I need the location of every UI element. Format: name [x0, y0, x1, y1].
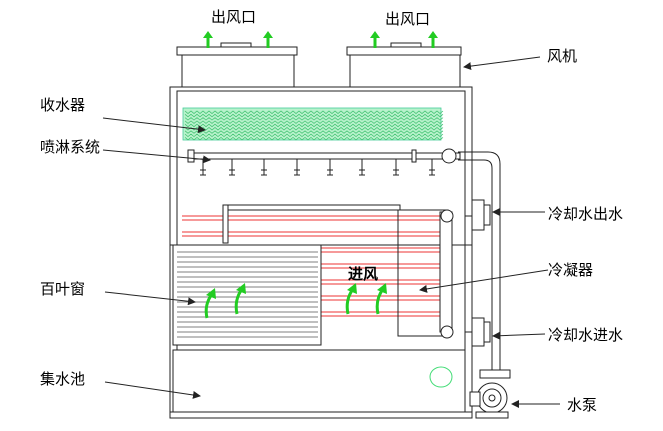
spray-label: 喷淋系统: [40, 138, 101, 156]
outlet-arrows: [203, 31, 438, 48]
fan-label: 风机: [547, 47, 578, 65]
fan-housing-left: [176, 42, 298, 88]
outlet-label-right: 出风口: [385, 10, 431, 28]
pump-label: 水泵: [567, 396, 598, 414]
outlet-label-left: 出风口: [211, 8, 257, 26]
louver: [172, 244, 322, 346]
drift-eliminator: [182, 107, 444, 141]
airflow-arrowheads: [206, 283, 387, 299]
water-basin: [169, 349, 473, 419]
louver-label: 百叶窗: [40, 280, 86, 298]
fan-housing-right: [346, 42, 462, 88]
water-in-label: 冷却水进水: [548, 326, 624, 344]
basin-label: 集水池: [40, 370, 86, 388]
condenser-label: 冷凝器: [548, 261, 594, 279]
external-piping: [458, 151, 501, 372]
eliminator-label: 收水器: [40, 96, 86, 114]
air-in-label: 进风: [348, 265, 379, 283]
leader-lines: [102, 56, 560, 408]
water-out-label: 冷却水出水: [548, 205, 624, 223]
water-pump: [469, 369, 511, 419]
spray-system: [187, 148, 461, 176]
